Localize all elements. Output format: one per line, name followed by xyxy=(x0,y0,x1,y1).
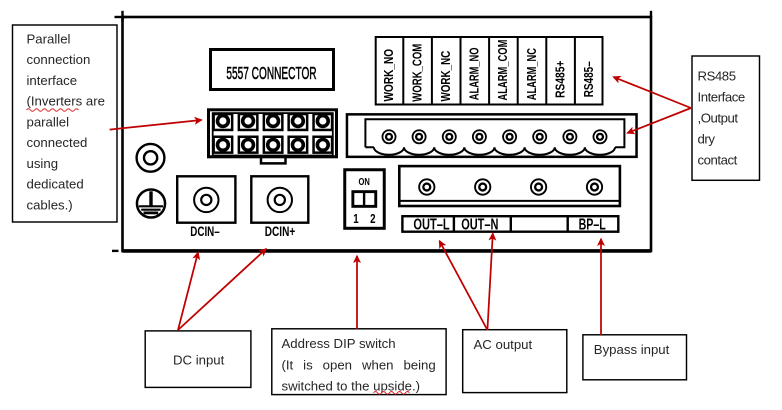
svg-text:,Output: ,Output xyxy=(698,111,739,126)
svg-text:cables.): cables.) xyxy=(27,197,73,212)
svg-text:RS485–: RS485– xyxy=(583,61,596,98)
svg-text:AC output: AC output xyxy=(474,337,533,352)
svg-text:Bypass input: Bypass input xyxy=(594,342,670,357)
svg-text:interface: interface xyxy=(27,73,78,88)
svg-text:dedicated: dedicated xyxy=(27,177,84,192)
svg-text:connected: connected xyxy=(27,135,88,150)
svg-text:ALARM_NO: ALARM_NO xyxy=(468,47,482,100)
svg-text:parallel: parallel xyxy=(27,114,70,129)
svg-text:RS485: RS485 xyxy=(698,69,736,84)
svg-text:(It is open when being: (It is open when being xyxy=(282,357,436,372)
svg-text:ALARM_NC: ALARM_NC xyxy=(525,48,539,100)
svg-text:WORK_NO: WORK_NO xyxy=(382,49,397,102)
svg-text:using: using xyxy=(27,156,59,171)
svg-text:dry: dry xyxy=(698,131,716,146)
svg-text:OUT–L: OUT–L xyxy=(413,216,449,233)
svg-text:Address DIP switch: Address DIP switch xyxy=(282,336,396,351)
svg-text:(Inverters are: (Inverters are xyxy=(27,94,105,109)
svg-text:RS485+: RS485+ xyxy=(553,60,567,97)
svg-text:connection: connection xyxy=(27,52,91,67)
svg-text:Parallel: Parallel xyxy=(27,31,71,46)
svg-text:ON: ON xyxy=(359,176,370,187)
svg-text:contact: contact xyxy=(698,152,738,167)
svg-text:switched to the upside.): switched to the upside.) xyxy=(282,379,421,394)
svg-text:Interface: Interface xyxy=(698,90,745,105)
svg-text:DC input: DC input xyxy=(173,353,225,368)
svg-text:DCIN–: DCIN– xyxy=(190,223,220,239)
svg-text:5557 CONNECTOR: 5557 CONNECTOR xyxy=(226,64,316,84)
svg-text:BP–L: BP–L xyxy=(579,215,606,232)
svg-text:OUT–N: OUT–N xyxy=(461,216,498,233)
svg-text:DCIN+: DCIN+ xyxy=(265,224,295,240)
svg-text:1: 1 xyxy=(353,213,359,227)
svg-text:2: 2 xyxy=(370,213,375,227)
svg-text:WORK_COM: WORK_COM xyxy=(411,44,425,102)
svg-text:WORK_NC: WORK_NC xyxy=(440,51,454,102)
svg-text:ALARM_COM: ALARM_COM xyxy=(497,40,511,101)
